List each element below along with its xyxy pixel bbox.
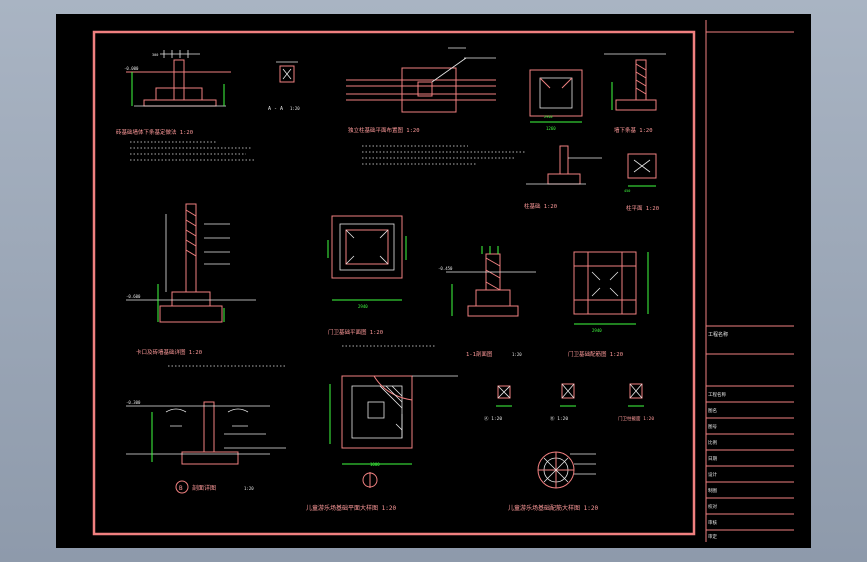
- title-row-8: 校对: [708, 503, 717, 510]
- detail-plan-center: [346, 47, 496, 113]
- label-section-b-scale: 1:20: [244, 486, 254, 491]
- title-row-9: 审核: [708, 519, 717, 526]
- label-circle-b: B: [179, 485, 183, 492]
- dim-2940-a: 2940: [358, 304, 368, 309]
- label-small-2: Ⓑ 1:20: [550, 415, 568, 422]
- detail-section-11: [446, 246, 536, 317]
- north-marker: [362, 472, 378, 488]
- title-pier: 柱基础 1:20: [524, 202, 557, 210]
- title-row-5: 日期: [708, 456, 717, 462]
- title-grid-plan: 门卫基础配筋图 1:20: [568, 350, 623, 358]
- elev-label-2: -0.600: [126, 294, 141, 299]
- title-row-2: 图名: [708, 407, 717, 414]
- label-aa: A - A: [268, 106, 283, 112]
- detail-footing-section-1: -0.000: [124, 50, 231, 107]
- title-row-6: 设计: [708, 471, 717, 478]
- title-column-plan: 柱平面 1:20: [626, 204, 659, 212]
- dim-1000: 1000: [370, 462, 380, 467]
- detail-column-plan: [627, 153, 657, 187]
- detail-grid-plan: [573, 251, 649, 325]
- title-row-7: 制图: [708, 487, 717, 494]
- elev-label-3: -0.450: [438, 266, 453, 271]
- detail-section-b: [126, 401, 286, 465]
- label-section-b: 剖面详图: [192, 484, 216, 492]
- title-row-4: 比例: [708, 439, 717, 446]
- title-block-project: 工程名称: [708, 331, 728, 338]
- elev-label-1: -0.000: [124, 66, 139, 71]
- label-small-3: 门卫柱截面 1:20: [618, 415, 654, 422]
- label-aa-scale: 1:20: [290, 106, 300, 111]
- dim-1260: 1260: [546, 126, 556, 131]
- title-row-10: 审定: [708, 533, 717, 540]
- cad-drawing: 工程名称 工程名称 图名 图号 比例 日期 设计 制图 校对 审核 审定 -0.…: [92, 20, 794, 542]
- label-small-1: Ⓐ 1:20: [484, 415, 502, 422]
- detail-frame-plan: [327, 215, 407, 301]
- detail-aa: [276, 61, 298, 83]
- dim-450: 450: [624, 189, 630, 193]
- title-row-3: 图号: [708, 424, 717, 430]
- drawing-frame: [92, 30, 696, 536]
- title-block-rows: [706, 401, 794, 531]
- notes-1: [130, 141, 256, 161]
- title-frame-plan: 门卫基础平面图 1:20: [328, 328, 383, 336]
- detail-hatched-plan: [329, 375, 458, 465]
- title-big-detail-1: 儿童游乐场基础平面大样图 1:20: [306, 504, 396, 512]
- drawing-sheet: 工程名称 工程名称 图名 图号 比例 日期 设计 制图 校对 审核 审定 -0.…: [56, 14, 811, 548]
- section-b-marker: [175, 480, 189, 494]
- notes-2: [362, 145, 526, 165]
- title-column-section: 墙下条基 1:20: [614, 126, 653, 134]
- dim-2940-b: 2940: [592, 328, 602, 333]
- detail-column-footing-plan: [529, 69, 583, 123]
- label-section-11-scale: 1:20: [512, 352, 522, 357]
- title-footing-detail: 砖基础墙体下条基定做法 1:20: [116, 128, 193, 136]
- label-section-11: 1-1剖面图: [466, 350, 493, 358]
- dim-300: 300: [152, 53, 158, 57]
- elev-label-4: -0.300: [126, 400, 141, 405]
- title-row-1: 工程名称: [708, 391, 726, 398]
- title-plan-center: 独立柱基础平面布置图 1:20: [348, 126, 420, 134]
- dim-2940-c: 2940: [544, 115, 552, 119]
- detail-small-1: [496, 385, 512, 407]
- title-big-detail-2: 儿童游乐场基础配筋大样图 1:20: [508, 504, 598, 512]
- title-wall-section: 卡口及砖墙基础详图 1:20: [136, 348, 202, 356]
- detail-column-section: [604, 53, 666, 111]
- detail-small-2: [560, 383, 576, 407]
- detail-wall-section: [126, 203, 256, 323]
- detail-small-3: [628, 383, 644, 407]
- detail-pier: [526, 145, 602, 185]
- detail-circle-plan: [537, 451, 596, 489]
